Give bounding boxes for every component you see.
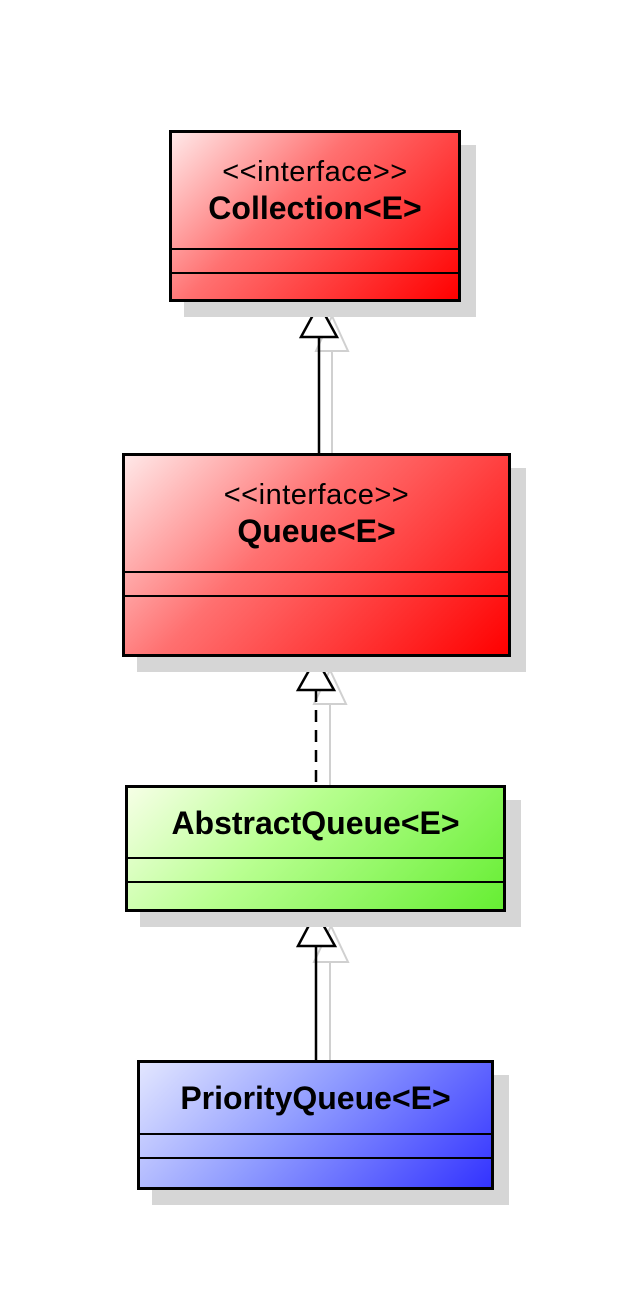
attributes-compartment <box>125 573 508 597</box>
operations-compartment <box>125 597 508 654</box>
class-name: AbstractQueue<E> <box>171 804 460 841</box>
stereotype-label: <<interface>> <box>222 155 408 188</box>
class-header: <<interface>> Collection<E> <box>172 133 458 250</box>
hollow-triangle-arrowhead <box>295 655 337 692</box>
attributes-compartment <box>172 250 458 274</box>
attributes-compartment <box>128 859 503 883</box>
class-name: Queue<E> <box>237 512 396 549</box>
stereotype-label: <<interface>> <box>223 478 410 511</box>
class-name: Collection<E> <box>208 189 422 226</box>
operations-compartment <box>128 883 503 909</box>
operations-compartment <box>140 1159 491 1187</box>
class-name: PriorityQueue<E> <box>180 1080 451 1116</box>
class-header: PriorityQueue<E> <box>140 1063 491 1135</box>
class-box-abstractqueue[interactable]: AbstractQueue<E> <box>125 785 506 912</box>
class-box-collection[interactable]: <<interface>> Collection<E> <box>169 130 461 302</box>
class-header: <<interface>> Queue<E> <box>125 456 508 573</box>
class-box-priorityqueue[interactable]: PriorityQueue<E> <box>137 1060 494 1190</box>
operations-compartment <box>172 274 458 299</box>
class-header: AbstractQueue<E> <box>128 788 503 859</box>
hollow-triangle-arrowhead <box>298 301 340 339</box>
class-box-queue[interactable]: <<interface>> Queue<E> <box>122 453 511 657</box>
attributes-compartment <box>140 1135 491 1159</box>
hollow-triangle-arrowhead <box>295 909 338 948</box>
